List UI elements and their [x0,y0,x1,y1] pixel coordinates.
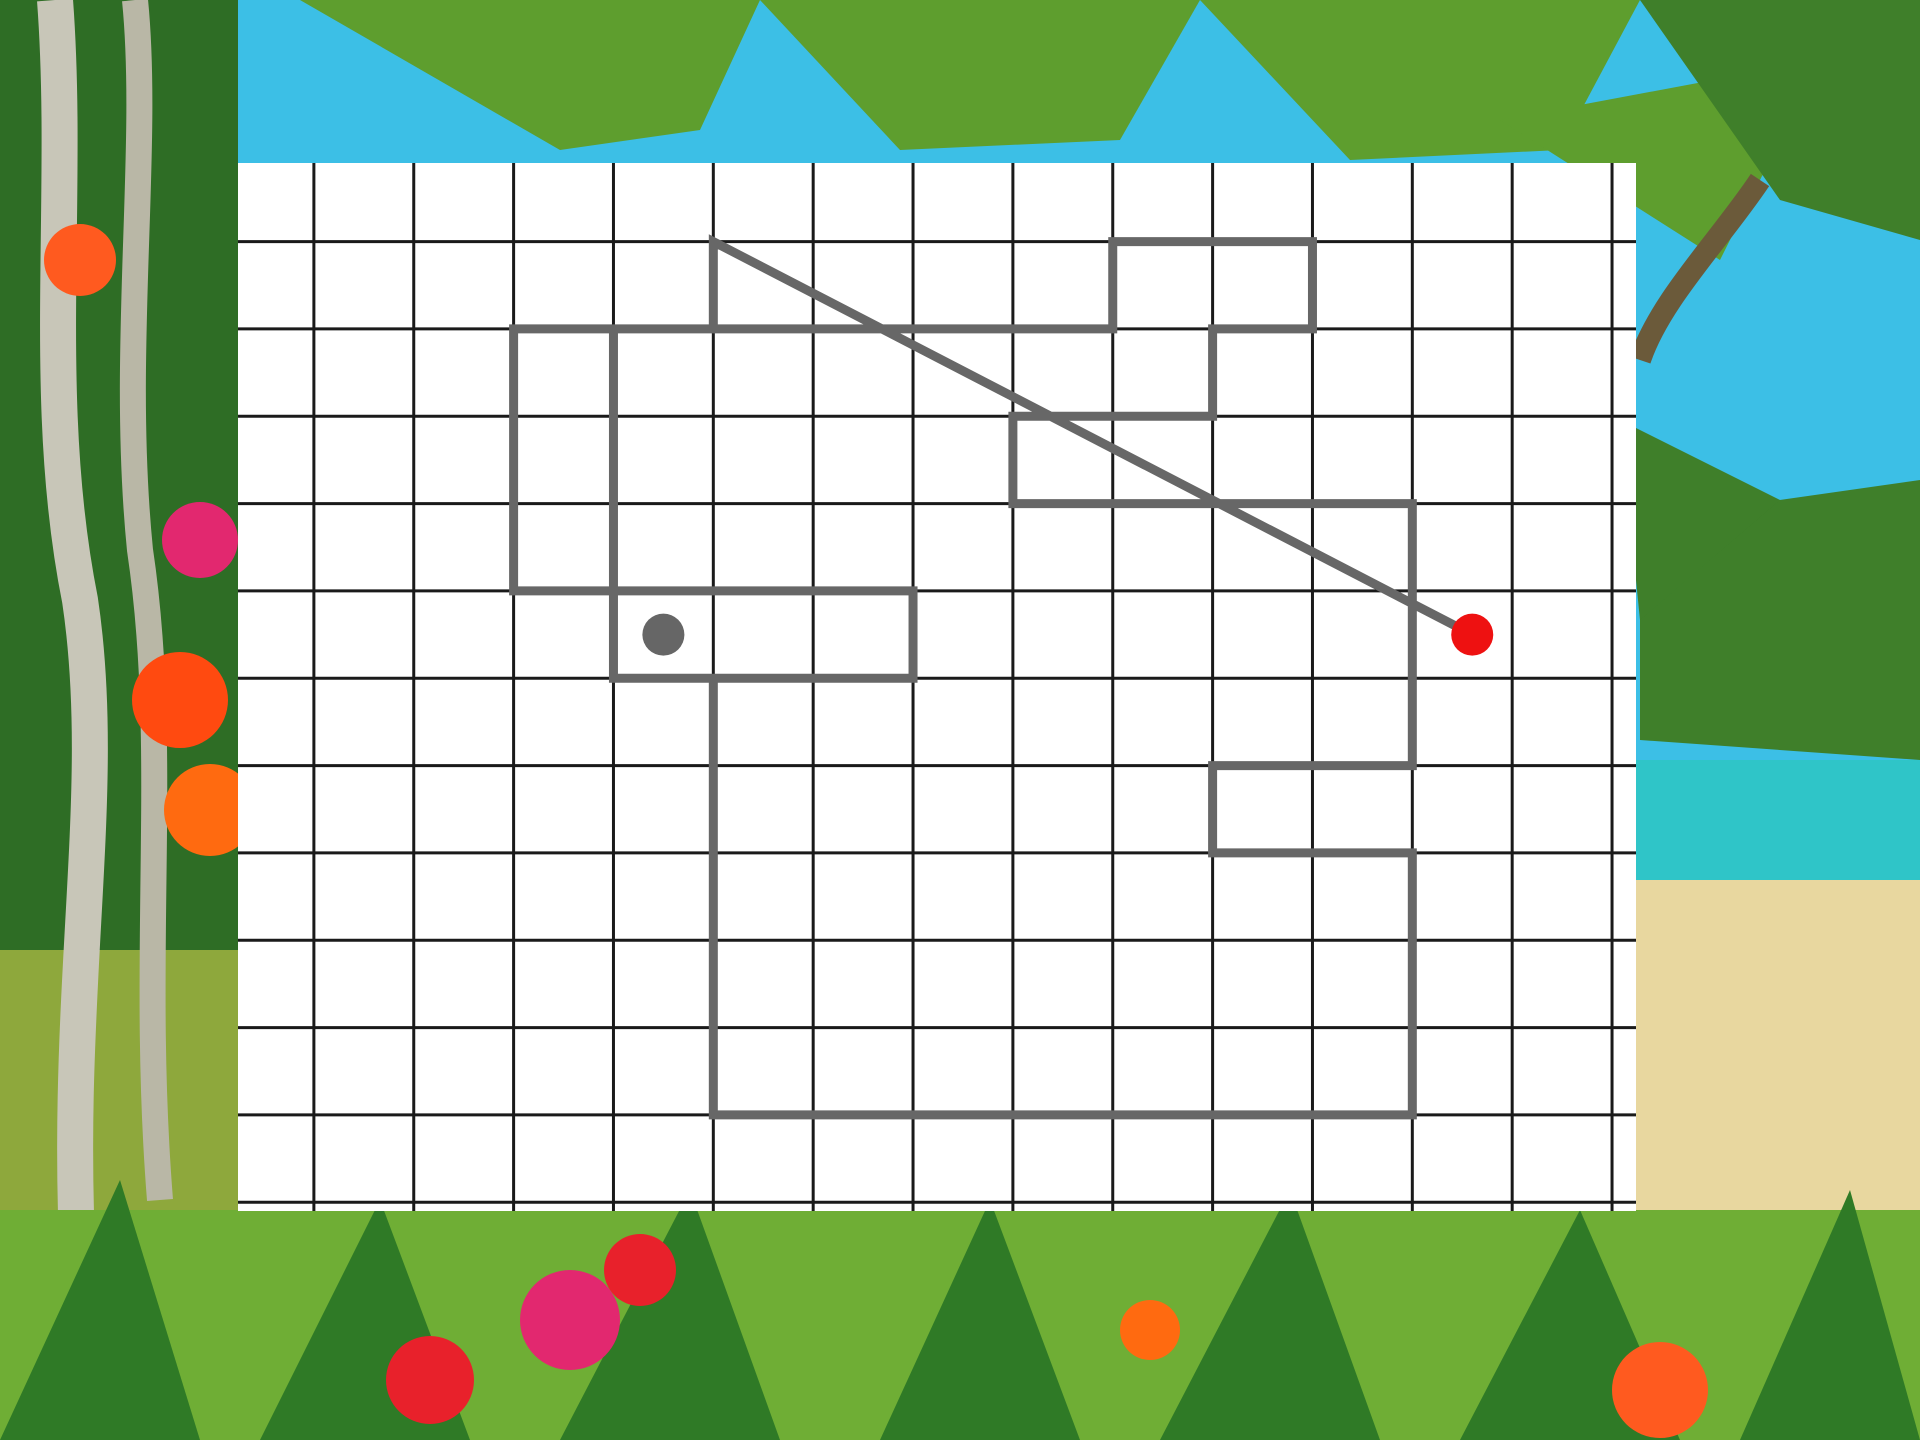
grid-canvas[interactable] [238,163,1636,1211]
grid-lines [238,163,1636,1211]
grid-board[interactable] [238,163,1636,1211]
current-position-marker[interactable] [1451,614,1493,656]
start-marker [642,614,684,656]
